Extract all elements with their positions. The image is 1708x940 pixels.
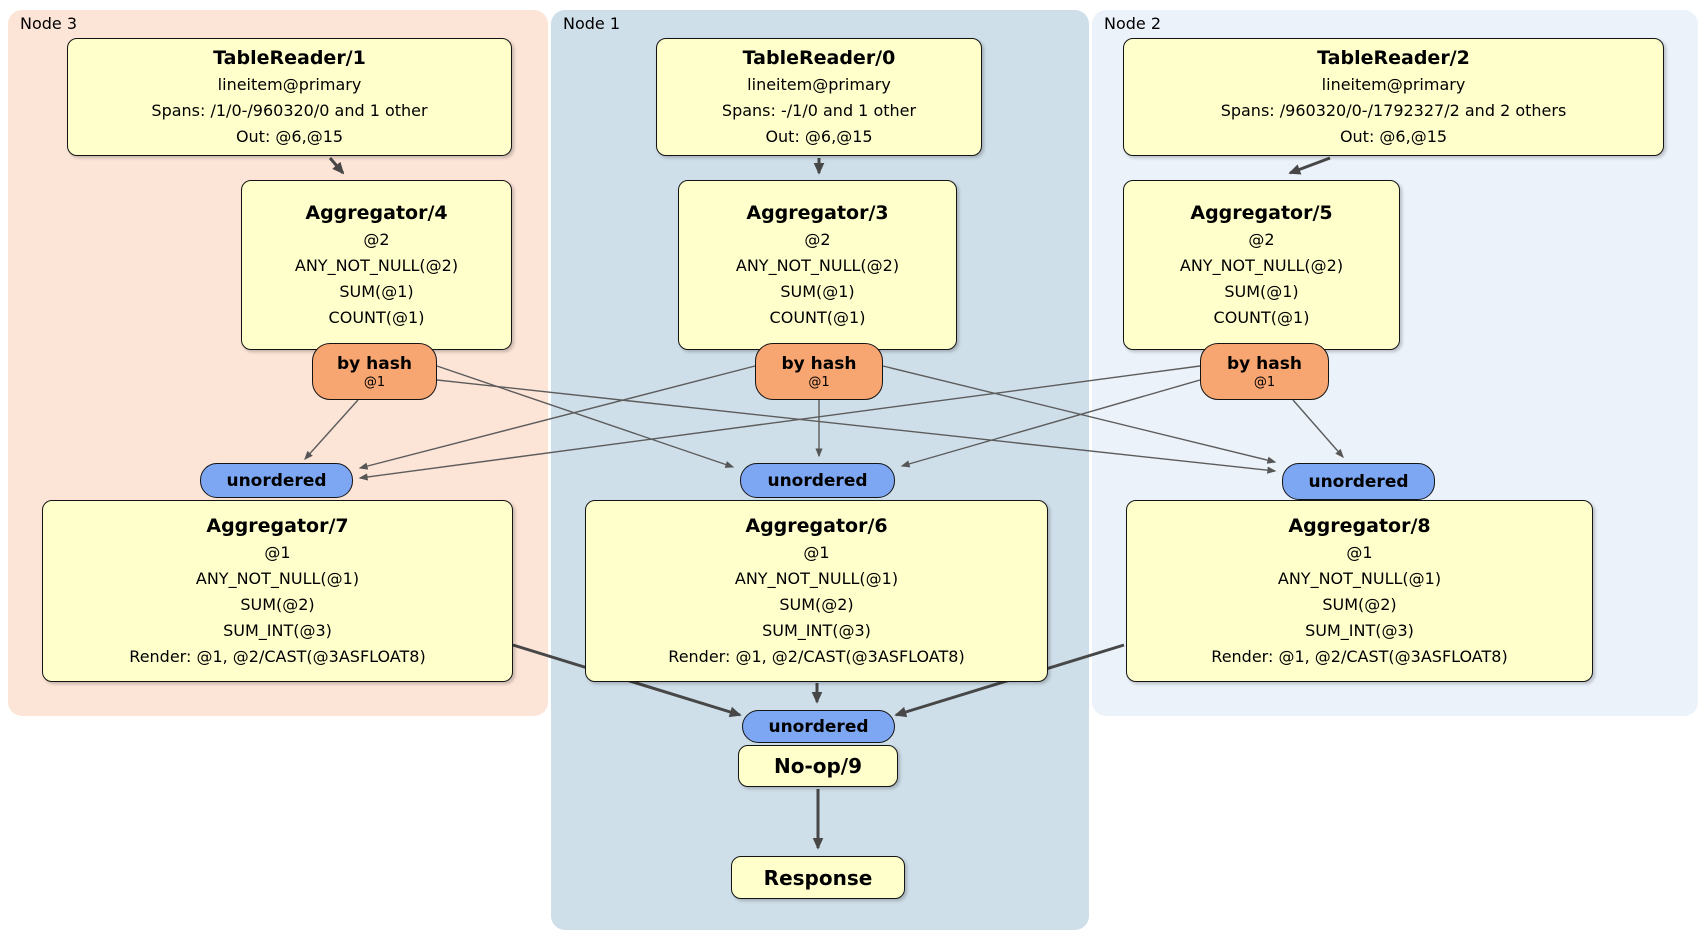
aggregator6-title: Aggregator/6 [745, 514, 888, 537]
aggregator5-fn2: SUM(@1) [1224, 281, 1299, 301]
tablereader0-box: TableReader/0 lineitem@primary Spans: -/… [656, 38, 982, 156]
unordered-sync-node2: unordered [1282, 463, 1435, 500]
aggregator3-title: Aggregator/3 [746, 201, 889, 224]
hash-router-node3-detail: @1 [363, 374, 386, 390]
aggregator8-groupcols: @1 [1346, 542, 1373, 562]
aggregator3-groupcols: @2 [804, 229, 831, 249]
final-unordered-sync-label: unordered [768, 716, 869, 737]
aggregator3-fn2: SUM(@1) [780, 281, 855, 301]
edge-router2-sync1 [900, 379, 1201, 468]
tablereader0-title: TableReader/0 [742, 46, 896, 69]
aggregator3-box: Aggregator/3 @2 ANY_NOT_NULL(@2) SUM(@1)… [678, 180, 957, 350]
edge-router3-sync1 [436, 365, 735, 468]
tablereader1-title: TableReader/1 [213, 46, 366, 69]
tablereader1-spans: Spans: /1/0-/960320/0 and 1 other [151, 100, 428, 120]
aggregator4-fn2: SUM(@1) [339, 281, 414, 301]
unordered-sync-node1-label: unordered [767, 470, 868, 491]
aggregator8-fn1: ANY_NOT_NULL(@1) [1277, 568, 1442, 588]
tablereader1-index: lineitem@primary [217, 74, 362, 94]
tablereader2-spans: Spans: /960320/0-/1792327/2 and 2 others [1220, 100, 1567, 120]
aggregator6-render: Render: @1, @2/CAST(@3ASFLOAT8) [668, 646, 965, 666]
hash-router-node1: by hash @1 [755, 343, 883, 400]
edge-tablereader1-aggregator4 [328, 157, 345, 175]
aggregator7-fn3: SUM_INT(@3) [223, 620, 332, 640]
node1-label: Node 1 [563, 14, 621, 33]
aggregator3-fn1: ANY_NOT_NULL(@2) [735, 255, 900, 275]
aggregator8-render: Render: @1, @2/CAST(@3ASFLOAT8) [1211, 646, 1508, 666]
aggregator7-box: Aggregator/7 @1 ANY_NOT_NULL(@1) SUM(@2)… [42, 500, 513, 682]
edge-tablereader2-aggregator5 [1288, 156, 1331, 175]
aggregator3-fn3: COUNT(@1) [769, 307, 866, 327]
edge-router3-sync3 [304, 399, 359, 461]
aggregator6-groupcols: @1 [803, 542, 830, 562]
aggregator4-title: Aggregator/4 [305, 201, 448, 224]
hash-router-node3: by hash @1 [312, 343, 437, 400]
aggregator4-fn3: COUNT(@1) [328, 307, 425, 327]
edge-router2-sync2 [1292, 399, 1344, 459]
aggregator7-groupcols: @1 [264, 542, 291, 562]
unordered-sync-node3-label: unordered [226, 470, 327, 491]
aggregator4-groupcols: @2 [363, 229, 390, 249]
final-unordered-sync: unordered [742, 710, 895, 743]
aggregator5-fn1: ANY_NOT_NULL(@2) [1179, 255, 1344, 275]
aggregator7-render: Render: @1, @2/CAST(@3ASFLOAT8) [129, 646, 426, 666]
unordered-sync-node1: unordered [740, 463, 895, 498]
tablereader1-box: TableReader/1 lineitem@primary Spans: /1… [67, 38, 512, 156]
aggregator7-title: Aggregator/7 [206, 514, 349, 537]
tablereader2-title: TableReader/2 [1317, 46, 1470, 69]
hash-router-node3-label: by hash [337, 353, 412, 374]
aggregator8-title: Aggregator/8 [1288, 514, 1431, 537]
node2-label: Node 2 [1104, 14, 1162, 33]
response-title: Response [763, 865, 873, 890]
hash-router-node2-detail: @1 [1253, 374, 1276, 390]
aggregator6-fn1: ANY_NOT_NULL(@1) [734, 568, 899, 588]
aggregator6-fn3: SUM_INT(@3) [762, 620, 871, 640]
tablereader2-index: lineitem@primary [1321, 74, 1466, 94]
edge-router1-sync3 [358, 365, 756, 470]
tablereader2-box: TableReader/2 lineitem@primary Spans: /9… [1123, 38, 1664, 156]
aggregator5-box: Aggregator/5 @2 ANY_NOT_NULL(@2) SUM(@1)… [1123, 180, 1400, 350]
aggregator5-groupcols: @2 [1248, 229, 1275, 249]
hash-router-node2-label: by hash [1227, 353, 1302, 374]
aggregator5-fn3: COUNT(@1) [1213, 307, 1310, 327]
unordered-sync-node2-label: unordered [1308, 471, 1409, 492]
noop9-title: No-op/9 [773, 754, 863, 778]
tablereader0-index: lineitem@primary [747, 74, 891, 94]
response-box: Response [731, 856, 905, 899]
aggregator7-fn1: ANY_NOT_NULL(@1) [195, 568, 360, 588]
edge-router2-sync3 [358, 365, 1201, 481]
tablereader2-out: Out: @6,@15 [1339, 126, 1448, 146]
hash-router-node1-label: by hash [781, 353, 857, 374]
aggregator8-box: Aggregator/8 @1 ANY_NOT_NULL(@1) SUM(@2)… [1126, 500, 1593, 682]
noop9-box: No-op/9 [738, 745, 898, 787]
aggregator8-fn2: SUM(@2) [1322, 594, 1397, 614]
aggregator6-box: Aggregator/6 @1 ANY_NOT_NULL(@1) SUM(@2)… [585, 500, 1048, 682]
edge-router1-sync2 [882, 365, 1277, 464]
aggregator5-title: Aggregator/5 [1190, 201, 1333, 224]
aggregator7-fn2: SUM(@2) [240, 594, 315, 614]
unordered-sync-node3: unordered [200, 463, 353, 498]
aggregator8-fn3: SUM_INT(@3) [1305, 620, 1414, 640]
node3-label: Node 3 [20, 14, 78, 33]
edge-router3-sync2 [436, 379, 1277, 474]
tablereader0-out: Out: @6,@15 [765, 126, 873, 146]
aggregator4-fn1: ANY_NOT_NULL(@2) [294, 255, 459, 275]
hash-router-node1-detail: @1 [808, 374, 830, 390]
aggregator6-fn2: SUM(@2) [779, 594, 854, 614]
hash-router-node2: by hash @1 [1200, 343, 1329, 400]
tablereader1-out: Out: @6,@15 [235, 126, 344, 146]
aggregator4-box: Aggregator/4 @2 ANY_NOT_NULL(@2) SUM(@1)… [241, 180, 512, 350]
tablereader0-spans: Spans: -/1/0 and 1 other [721, 100, 917, 120]
